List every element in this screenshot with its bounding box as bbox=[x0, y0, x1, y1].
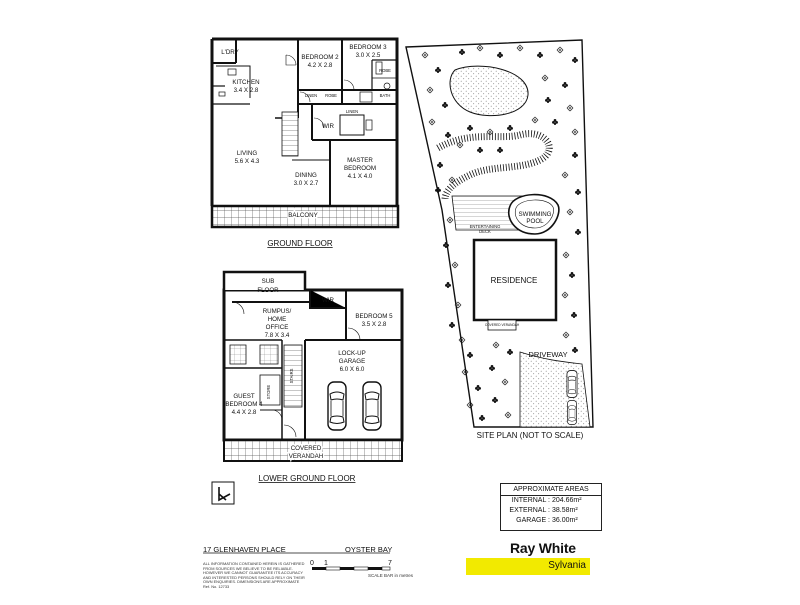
gf-wir-label: WIR bbox=[322, 123, 335, 130]
property-address: 17 GLENHAVEN PLACE bbox=[203, 545, 286, 554]
areas-external-label: EXTERNAL : bbox=[509, 507, 550, 514]
areas-garage-label: GARAGE : bbox=[516, 517, 550, 524]
ground-floor-plan: L'DRY KITCHEN 3.4 X 2.8 BEDROOM 2 4.2 X … bbox=[210, 37, 400, 248]
lg-garage-dim: 6.0 X 6.0 bbox=[340, 366, 365, 373]
agency-office: Sylvania bbox=[548, 560, 586, 571]
gf-bedroom3-label: BEDROOM 3 bbox=[349, 44, 387, 51]
property-suburb: OYSTER BAY bbox=[345, 545, 393, 554]
covered-verandah bbox=[223, 439, 403, 462]
lg-rumpus-label-1: RUMPUS/ bbox=[263, 308, 292, 315]
gf-bath-label: BATH bbox=[380, 93, 391, 98]
scale-bar-caption: SCALE BAR in metres bbox=[368, 573, 414, 578]
lower-stairs bbox=[283, 344, 303, 408]
ground-stairs bbox=[281, 111, 299, 157]
lg-bedroom5-label: BEDROOM 5 bbox=[355, 313, 393, 320]
gf-bedroom2-dim: 4.2 X 2.8 bbox=[308, 62, 333, 69]
gf-dining-label: DINING bbox=[295, 172, 317, 179]
car-icon bbox=[327, 381, 347, 431]
ground-floor-title: GROUND FLOOR bbox=[267, 239, 333, 248]
lg-guest-dim: 4.4 X 2.8 bbox=[232, 409, 257, 416]
garden-bed bbox=[449, 65, 529, 117]
agency-band: Sylvania bbox=[466, 558, 590, 575]
areas-internal-value: 204.66m² bbox=[552, 497, 582, 504]
gf-living-dim: 5.6 X 4.3 bbox=[235, 158, 260, 165]
lg-store-label: STORE bbox=[266, 385, 271, 400]
gf-dining-dim: 3.0 X 2.7 bbox=[294, 180, 319, 187]
lg-garage-label-2: GARAGE bbox=[339, 358, 365, 365]
lg-covered-label: COVERED bbox=[291, 445, 322, 452]
gf-master-label-2: BEDROOM bbox=[344, 165, 376, 172]
car-icon bbox=[566, 370, 578, 398]
gf-balcony-label: BALCONY bbox=[288, 212, 318, 219]
site-plan: RESIDENCE SWIMMING POOL ENTERTAINING DEC… bbox=[405, 39, 594, 440]
lg-wir-label: WIR bbox=[322, 297, 335, 304]
lg-rumpus-label-2: HOME bbox=[268, 316, 287, 323]
disclaimer-text: ALL INFORMATION CONTAINED HEREIN IS GATH… bbox=[203, 561, 305, 589]
gf-bedroom3-dim: 3.0 X 2.5 bbox=[356, 52, 381, 59]
lg-bedroom5-dim: 3.5 X 2.8 bbox=[362, 321, 387, 328]
site-pool-label-2: POOL bbox=[526, 218, 544, 225]
lg-floor-label: FLOOR bbox=[257, 287, 279, 294]
site-pool-label-1: SWIMMING bbox=[519, 211, 552, 218]
lg-stairs-label: STAIRS bbox=[289, 368, 294, 383]
areas-heading: APPROXIMATE AREAS bbox=[501, 484, 601, 496]
gf-kitchen-label: KITCHEN bbox=[232, 79, 259, 86]
agency-name: Ray White bbox=[510, 540, 576, 556]
areas-garage-row: GARAGE :36.00m² bbox=[501, 516, 601, 526]
lower-ground-floor-plan: SUB FLOOR WIR RUMPUS/ HOME OFFICE 7.8 X … bbox=[222, 270, 404, 483]
scale-label-0: 0 bbox=[310, 560, 314, 567]
lg-verandah-label: VERANDAH bbox=[289, 453, 323, 460]
gf-robe-label-1: ROBE bbox=[325, 93, 337, 98]
shrub-icon bbox=[449, 322, 455, 329]
gf-robe-label-2: ROBE bbox=[379, 68, 391, 73]
shrub-icon bbox=[445, 282, 451, 289]
gf-master-label: MASTER bbox=[347, 157, 373, 164]
gf-laundry-label: L'DRY bbox=[221, 49, 239, 56]
site-plan-title: SITE PLAN (NOT TO SCALE) bbox=[477, 431, 584, 440]
agency-logo: Ray White Sylvania bbox=[466, 540, 590, 576]
site-covered-verandah-label: COVERED VERANDAH bbox=[485, 323, 520, 327]
approximate-areas-box: APPROXIMATE AREAS INTERNAL :204.66m² EXT… bbox=[500, 483, 602, 531]
car-icon bbox=[567, 400, 577, 425]
areas-internal-row: INTERNAL :204.66m² bbox=[501, 496, 601, 506]
lg-sub-label: SUB bbox=[262, 278, 275, 285]
site-entertaining-label: ENTERTAINING bbox=[470, 224, 501, 229]
areas-external-row: EXTERNAL :38.58m² bbox=[501, 506, 601, 516]
areas-garage-value: 36.00m² bbox=[552, 517, 578, 524]
lower-ground-floor-title: LOWER GROUND FLOOR bbox=[259, 474, 356, 483]
areas-external-value: 38.58m² bbox=[552, 507, 578, 514]
site-driveway-label: DRIVEWAY bbox=[528, 350, 567, 359]
lg-rumpus-dim: 7.8 X 3.4 bbox=[265, 332, 290, 339]
site-deck-label: DECK bbox=[479, 229, 491, 234]
scale-label-7: 7 bbox=[388, 560, 392, 567]
scale-label-1: 1 bbox=[324, 560, 328, 567]
gf-living-label: LIVING bbox=[237, 150, 257, 157]
gf-master-dim: 4.1 X 4.0 bbox=[348, 173, 373, 180]
gf-linen-label-2: LINEN bbox=[346, 109, 358, 114]
lg-garage-label-1: LOCK-UP bbox=[338, 350, 366, 357]
areas-internal-label: INTERNAL : bbox=[511, 497, 550, 504]
gf-linen-label: LINEN bbox=[305, 93, 317, 98]
car-icon bbox=[362, 381, 382, 431]
lg-guest-label-2: BEDROOM 4 bbox=[225, 401, 263, 408]
residence-footprint bbox=[472, 238, 558, 322]
north-arrow-icon bbox=[211, 481, 235, 505]
gf-bedroom2-label: BEDROOM 2 bbox=[301, 54, 339, 61]
gf-kitchen-dim: 3.4 X 2.8 bbox=[234, 87, 259, 94]
scale-bar: 0 1 7 bbox=[310, 560, 392, 571]
site-residence-label: RESIDENCE bbox=[491, 276, 538, 285]
lg-rumpus-label-3: OFFICE bbox=[266, 324, 289, 331]
lg-guest-label-1: GUEST bbox=[233, 393, 255, 400]
